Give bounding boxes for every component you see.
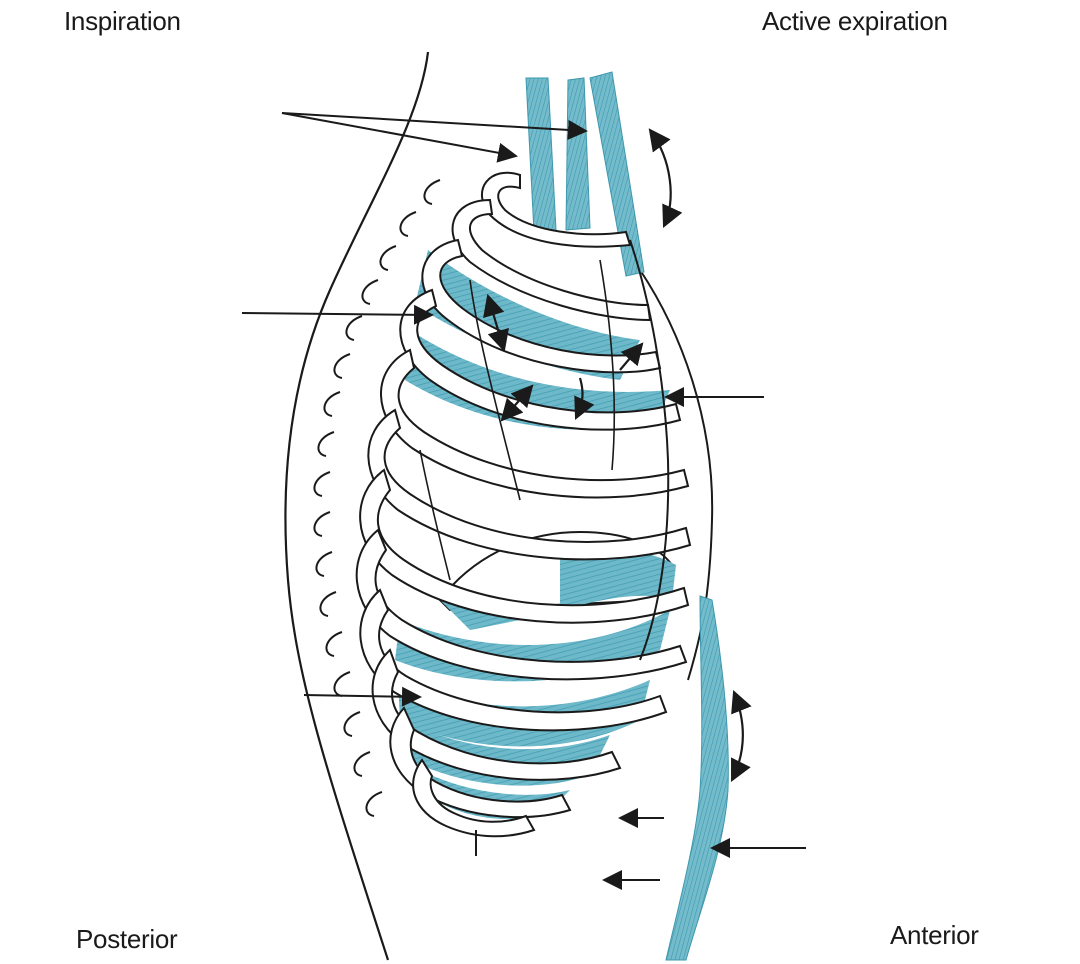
intercostal-upper-2 xyxy=(405,330,670,430)
sternum xyxy=(629,239,670,661)
active-expiration-label: Active expiration xyxy=(762,6,948,36)
scalene-muscle-2 xyxy=(565,77,591,231)
inspiration-label: Inspiration xyxy=(64,6,181,36)
anterior-label: Anterior xyxy=(890,920,979,950)
ribs xyxy=(355,171,692,838)
abdominal-muscle xyxy=(665,595,729,961)
motion-arrows xyxy=(483,128,752,782)
front-contour xyxy=(639,269,714,681)
back-contour xyxy=(284,51,430,961)
pointer-arrows xyxy=(241,112,806,890)
sternocleidomastoid-muscle xyxy=(589,71,645,277)
intercostal-upper-1 xyxy=(415,250,640,380)
scalene-muscle xyxy=(525,77,557,233)
vertebrae xyxy=(313,179,441,817)
posterior-label: Posterior xyxy=(76,924,178,954)
